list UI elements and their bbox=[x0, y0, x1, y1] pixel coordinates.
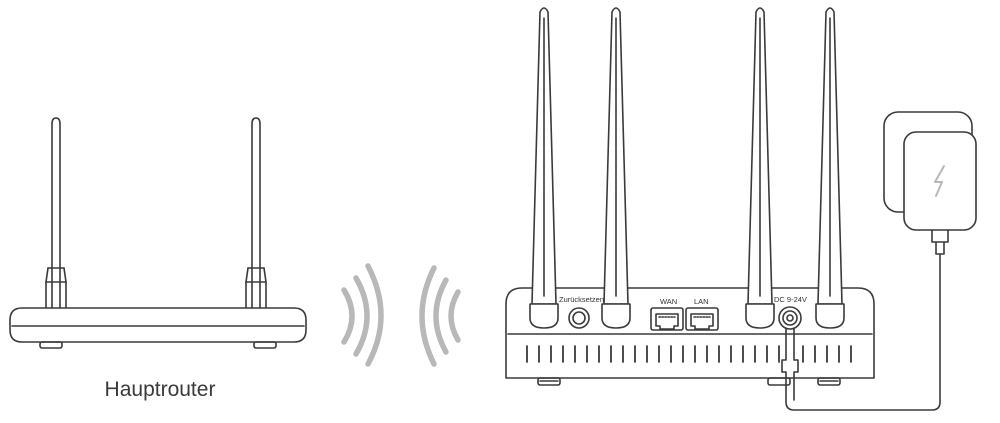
wan-port[interactable] bbox=[650, 307, 684, 331]
extender-antenna-2 bbox=[601, 7, 631, 329]
lan-port[interactable] bbox=[685, 307, 719, 331]
power-cable bbox=[781, 253, 941, 411]
reset-button[interactable] bbox=[568, 307, 590, 329]
signal-waves-icon bbox=[341, 263, 461, 367]
lightning-bolt-icon bbox=[934, 165, 945, 197]
power-label: DC 9-24V bbox=[774, 295, 807, 304]
extender-router bbox=[505, 7, 875, 386]
main-router bbox=[9, 117, 307, 349]
reset-label: Zurücksetzen bbox=[559, 295, 604, 304]
power-port[interactable] bbox=[778, 306, 802, 330]
extender-antenna-1 bbox=[529, 7, 559, 329]
extender-antenna-4 bbox=[815, 7, 845, 329]
lan-label: LAN bbox=[694, 297, 709, 306]
extender-vents bbox=[526, 345, 852, 363]
main-router-label: Hauptrouter bbox=[104, 378, 216, 401]
wan-label: WAN bbox=[660, 297, 677, 306]
main-router-body bbox=[9, 307, 307, 349]
main-router-antenna-left bbox=[45, 117, 67, 309]
power-adapter bbox=[883, 111, 977, 255]
extender-antenna-3 bbox=[745, 7, 775, 329]
main-router-antenna-right bbox=[245, 117, 267, 309]
